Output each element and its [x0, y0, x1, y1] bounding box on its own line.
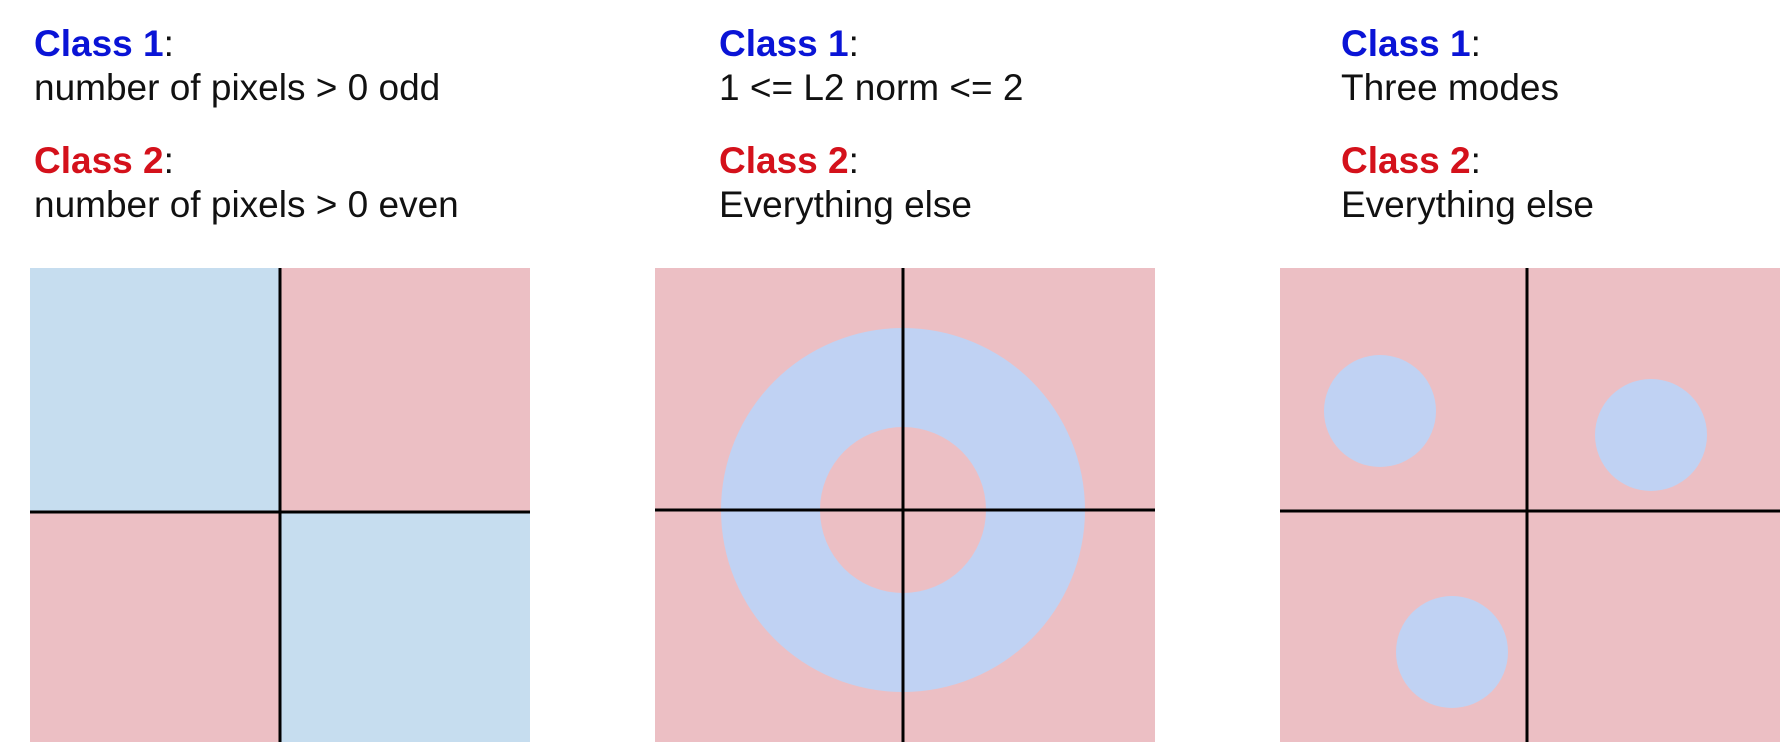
panel-1-class1-line: Class 1:: [34, 22, 459, 66]
panel-3-class2-colon: :: [1470, 139, 1481, 181]
region-bottom-right-class1: [280, 512, 530, 742]
panel-2-class2-label: Class 2: [719, 139, 849, 181]
figure-xor-quadrants: [30, 268, 530, 742]
figure-l2-ring: [655, 268, 1155, 742]
three-modes-svg: [1280, 268, 1780, 742]
panel-2-class1-label: Class 1: [719, 23, 849, 64]
mode-bottom-class1: [1396, 596, 1508, 708]
mode-top-right-class1: [1595, 379, 1707, 491]
panel-1-class2-colon: :: [163, 139, 174, 181]
mode-top-left-class1: [1324, 355, 1436, 467]
region-top-right-class2: [280, 268, 530, 512]
region-top-left-class1: [30, 268, 280, 512]
modes-background-class2: [1280, 268, 1780, 742]
panel-2-class1-line: Class 1:: [719, 22, 1023, 66]
panel-1-class2-label: Class 2: [34, 139, 164, 181]
panel-2-class1-colon: :: [848, 23, 859, 64]
region-bottom-left-class2: [30, 512, 280, 742]
panel-1-class1-colon: :: [163, 23, 174, 64]
panel-3-class1-description: Three modes: [1341, 67, 1559, 109]
figure-three-modes: [1280, 268, 1780, 742]
panel-3-class2-label: Class 2: [1341, 139, 1471, 181]
panel-3-caption: Class 1: Three modes Class 2: Everything…: [1341, 22, 1594, 228]
panel-2-class2-line: Class 2:: [719, 139, 1023, 183]
panel-3-class2-description: Everything else: [1341, 184, 1594, 226]
panel-2-class1-description: 1 <= L2 norm <= 2: [719, 67, 1024, 109]
xor-quadrants-svg: [30, 268, 530, 742]
panel-3-class1-colon: :: [1470, 23, 1481, 64]
l2-ring-svg: [655, 268, 1155, 742]
panel-1-class1-description: number of pixels > 0 odd: [34, 67, 441, 109]
panel-3-class1-line: Class 1:: [1341, 22, 1594, 66]
panel-2-class2-description: Everything else: [719, 184, 972, 226]
panel-1-class2-description: number of pixels > 0 even: [34, 184, 459, 226]
panel-1-class1-label: Class 1: [34, 23, 164, 64]
panel-1-class2-line: Class 2:: [34, 139, 459, 183]
panel-2-class2-colon: :: [848, 139, 859, 181]
panel-3-class1-label: Class 1: [1341, 23, 1471, 64]
panel-3-class2-line: Class 2:: [1341, 139, 1594, 183]
panel-1-caption: Class 1: number of pixels > 0 odd Class …: [34, 22, 459, 228]
panel-2-caption: Class 1: 1 <= L2 norm <= 2 Class 2: Ever…: [719, 22, 1023, 228]
